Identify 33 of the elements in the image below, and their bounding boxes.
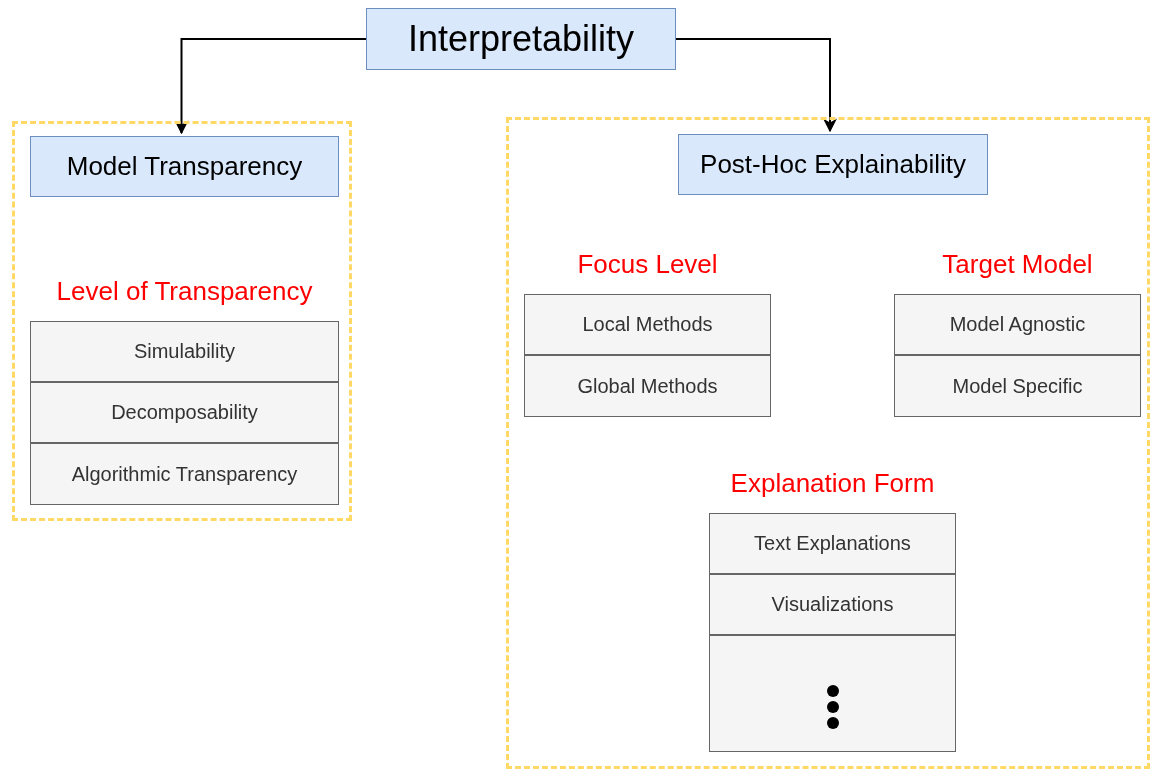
list-cell	[709, 574, 956, 635]
method-label: Algorithmic Transparency	[71, 462, 298, 486]
method-label: Visualizations	[771, 593, 894, 616]
list-cell	[30, 443, 339, 505]
method-label: Global Methods	[577, 374, 718, 398]
list-cell	[894, 355, 1141, 417]
box-label: Interpretability	[407, 18, 635, 60]
list-cell	[894, 294, 1141, 355]
category-heading: Focus Level	[576, 248, 719, 281]
method-label: Local Methods	[582, 313, 713, 336]
arrow	[675, 38, 837, 133]
process-box	[366, 8, 676, 70]
list-cell	[524, 294, 771, 355]
list-cell	[709, 513, 956, 574]
list-cell	[30, 382, 339, 443]
method-label: Decomposability	[111, 401, 258, 424]
list-cell	[30, 321, 339, 382]
method-label: Model Specific	[952, 374, 1083, 398]
category-heading: Target Model	[941, 248, 1094, 281]
process-box	[30, 136, 339, 197]
box-label: Model Transparency	[66, 151, 303, 182]
list-cell	[524, 355, 771, 417]
box-label: Post-Hoc Explainability	[700, 149, 966, 180]
dashed-group-frame	[506, 117, 1150, 769]
method-label: Text Explanations	[754, 532, 911, 555]
arrow	[174, 38, 367, 135]
list-cell	[709, 635, 956, 752]
dashed-group-frame	[12, 121, 352, 521]
category-heading: Explanation Form	[729, 467, 936, 500]
method-label: Simulability	[133, 340, 236, 363]
method-label: Model Agnostic	[949, 313, 1086, 336]
category-heading: Level of Transparency	[55, 275, 314, 308]
process-box	[678, 134, 988, 195]
